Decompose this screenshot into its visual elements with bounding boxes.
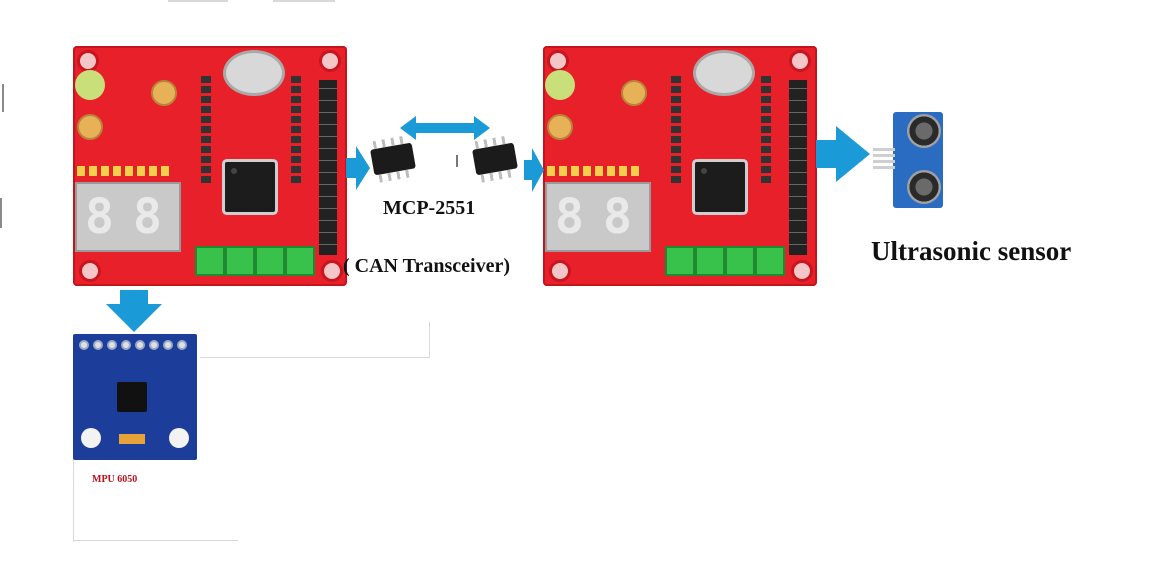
coin-battery-icon [223,50,285,96]
pin-header [761,76,771,186]
arrow-right-icon [524,148,544,192]
frame-line [2,84,4,112]
mount-hole [77,50,99,72]
frame-line [73,540,238,541]
pin-header [291,76,301,186]
terminal-block [285,246,315,276]
microcontroller-chip-icon [695,162,745,212]
led-icon [75,70,105,100]
pin-header [201,76,211,186]
frame-line [273,0,335,2]
mount-hole [547,50,569,72]
frame-line [168,0,228,2]
frame-line [73,460,74,542]
capacitor-icon [547,114,573,140]
pin-hole [177,340,187,350]
pin-header [77,166,169,176]
terminal-block [755,246,785,276]
mount-hole [79,260,101,282]
coin-battery-icon [693,50,755,96]
pin-header [671,76,681,186]
ultrasonic-sensor-icon [893,112,943,208]
mount-hole [549,260,571,282]
mount-hole [169,428,189,448]
terminal-block [725,246,755,276]
mcp2551-chip-icon [370,143,416,176]
microcontroller-chip-icon [225,162,275,212]
mount-hole [791,260,813,282]
pin-hole [93,340,103,350]
sensor-chip-icon [117,382,147,412]
pin-hole [163,340,173,350]
led-icon [545,70,575,100]
pin-hole [149,340,159,350]
frame-line [200,357,430,358]
pin-header [319,80,337,255]
pin-hole [121,340,131,350]
pin-header [547,166,639,176]
sensor-pins [873,148,895,172]
capacitor-icon [621,80,647,106]
transceiver-label: MCP-2551 [383,197,475,220]
mount-hole [321,260,343,282]
frame-line [429,322,430,358]
arrow-right-icon [816,126,870,182]
capacitor-icon [151,80,177,106]
terminal-block [225,246,255,276]
pin-hole [135,340,145,350]
pin-header [789,80,807,255]
ultrasonic-label: Ultrasonic sensor [871,236,1071,267]
double-arrow-icon [400,116,490,140]
capacitor-icon [77,114,103,140]
transducer-icon [907,170,941,204]
arrow-down-icon [106,290,162,332]
mount-hole [319,50,341,72]
mcp2551-chip-icon [472,143,518,176]
pin-hole [79,340,89,350]
mount-hole [81,428,101,448]
mpu-label: MPU 6050 [92,474,137,485]
terminal-block [255,246,285,276]
mpu6050-module [73,334,197,460]
pin-hole [107,340,117,350]
component-icon [119,434,145,444]
terminal-block [665,246,695,276]
transducer-icon [907,114,941,148]
transceiver-sublabel: ( CAN Transceiver) [343,255,510,278]
frame-line [0,198,2,228]
terminal-block [195,246,225,276]
arrow-right-icon [346,146,370,190]
mount-hole [789,50,811,72]
terminal-block [695,246,725,276]
